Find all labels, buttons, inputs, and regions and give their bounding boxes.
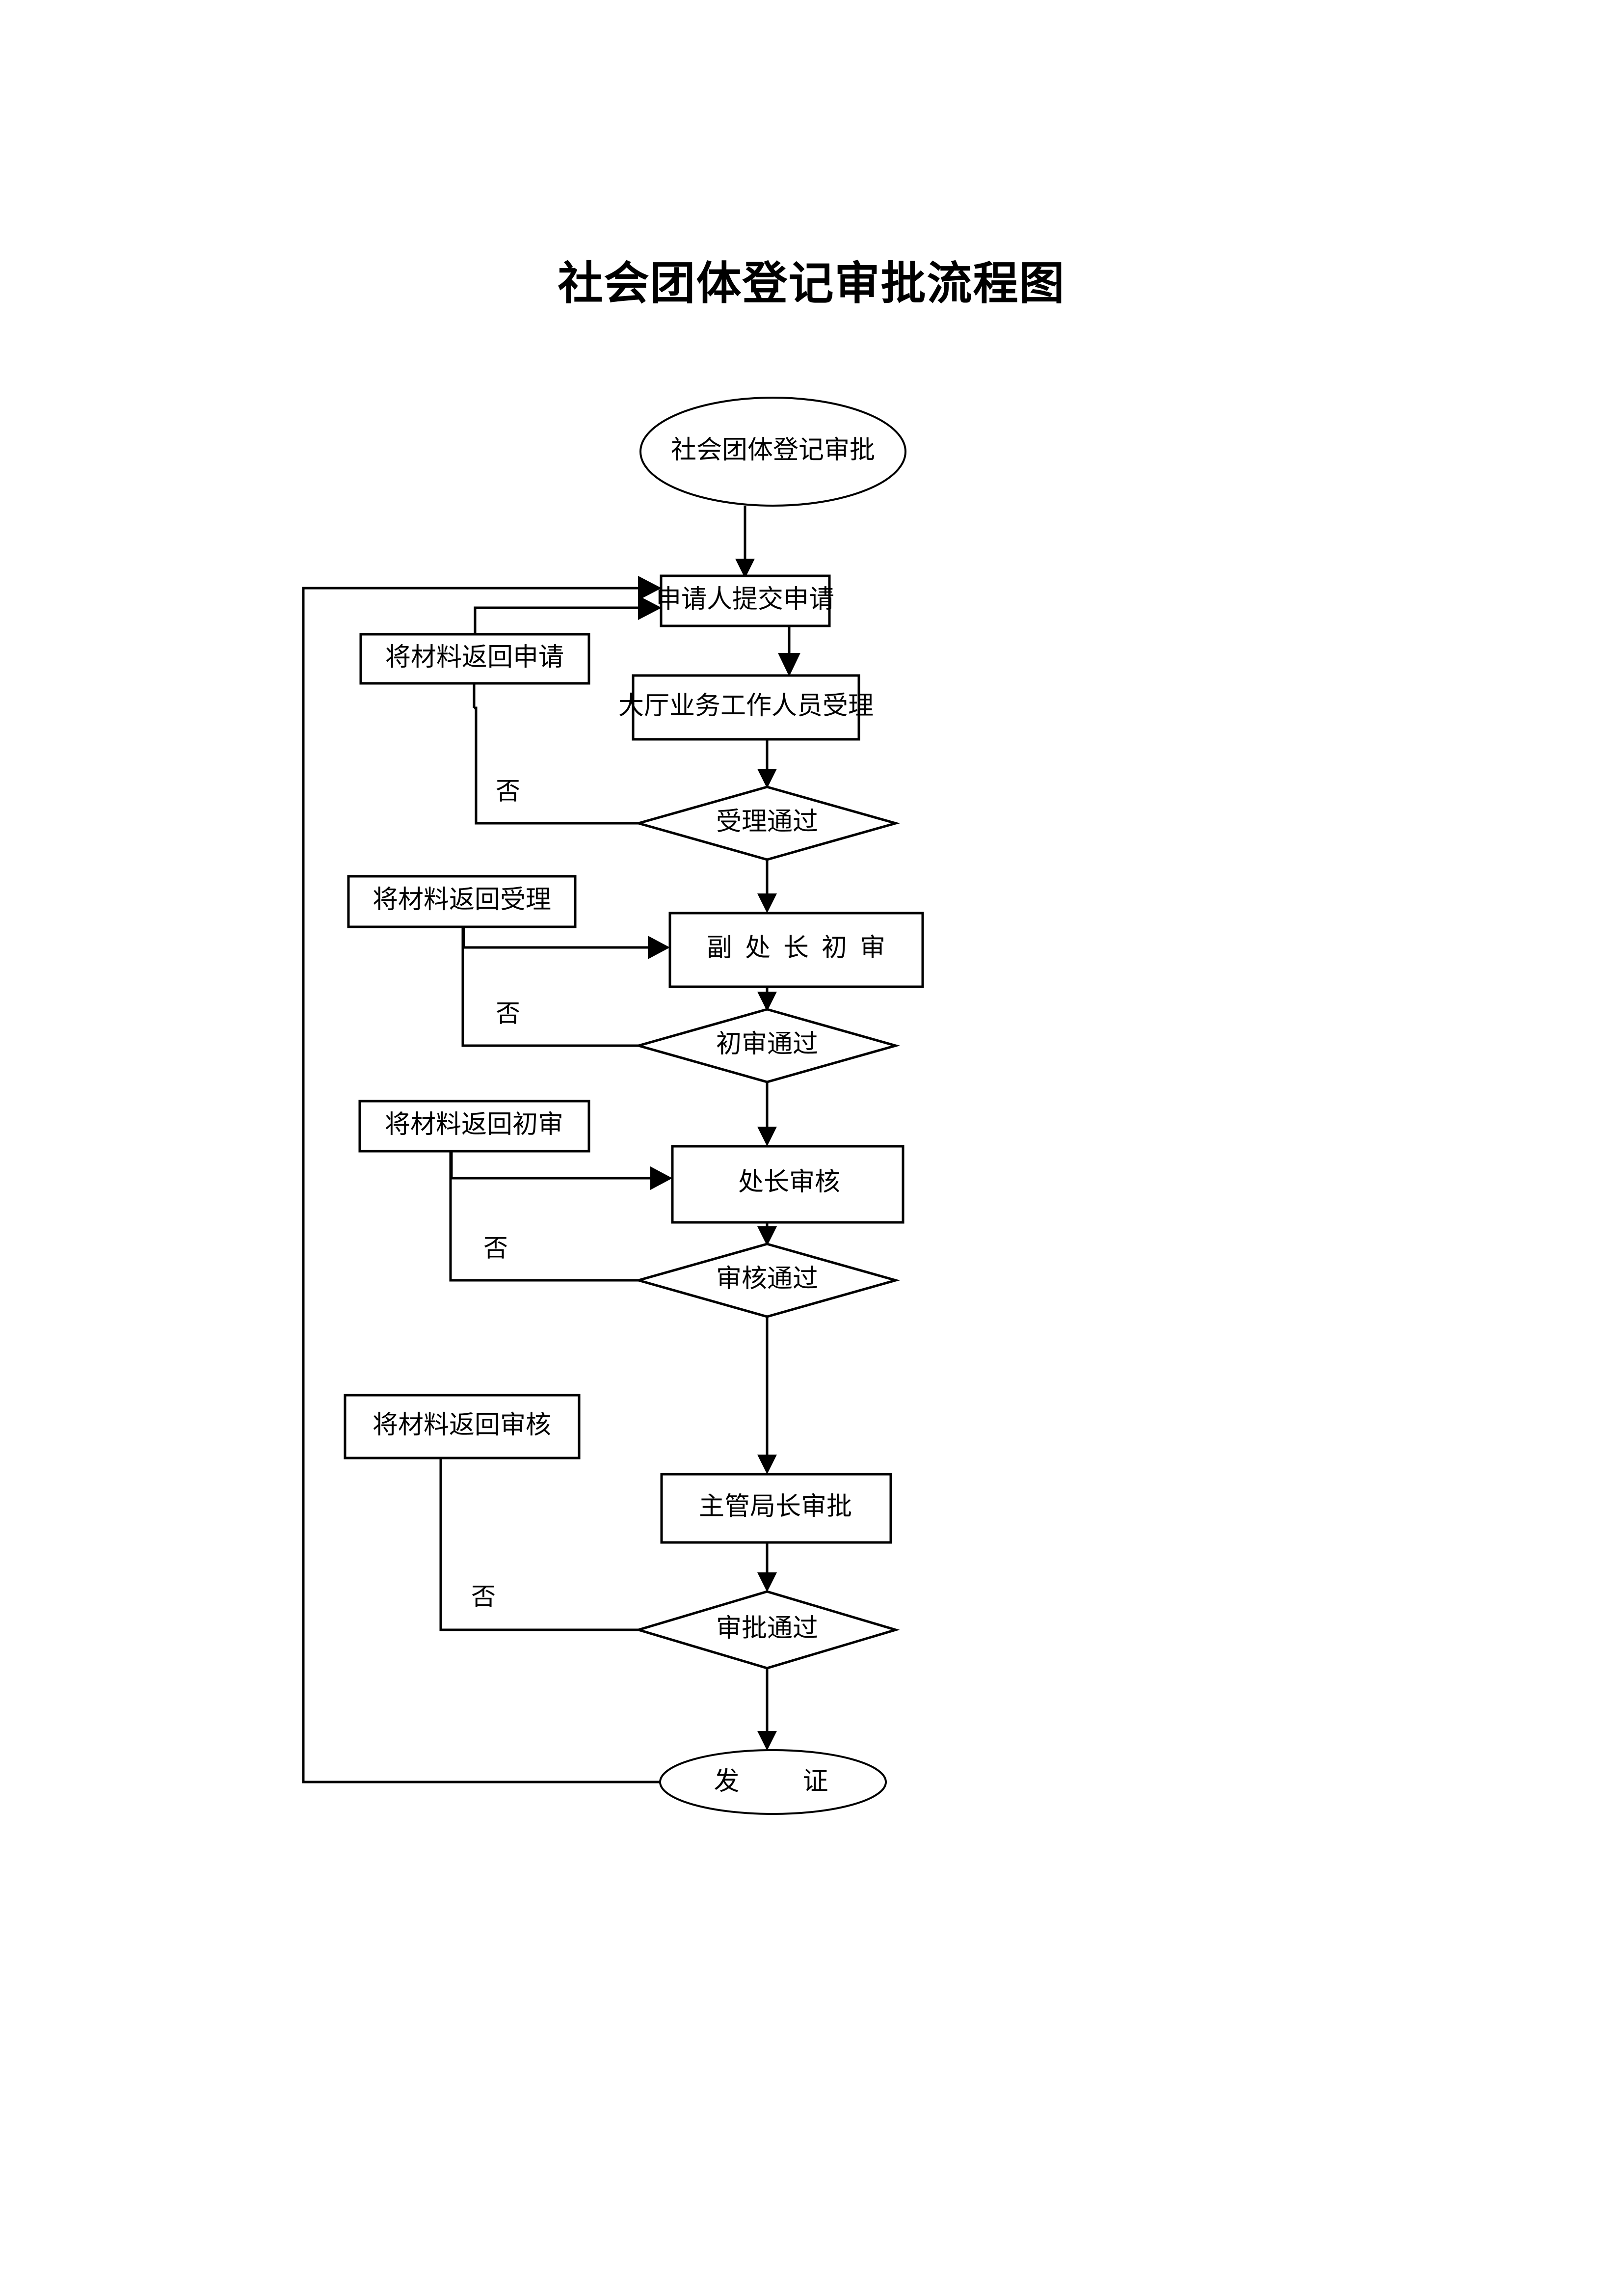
flow-node-return-check[interactable]: 将材料返回审核: [344, 1394, 581, 1459]
flow-node-start[interactable]: 社会团体登记审批: [639, 397, 906, 507]
flow-node-return-check-label: 将材料返回审核: [372, 1411, 551, 1439]
flow-node-return-apply-label: 将材料返回申请: [385, 644, 564, 672]
edge-submit-to-accept: [778, 626, 800, 676]
edge-check-to-decision-check: [757, 1222, 777, 1246]
flow-node-start-label: 社会团体登记审批: [671, 436, 875, 464]
flow-node-check[interactable]: 处长审核: [671, 1145, 905, 1224]
branch-label-no-approve: 否: [471, 1583, 496, 1610]
edge-issue-to-submit-loop: [302, 576, 662, 1783]
flow-node-return-apply[interactable]: 将材料返回申请: [359, 633, 590, 685]
flow-node-decision-approve[interactable]: 审批通过: [634, 1590, 900, 1670]
flow-node-check-label: 处长审核: [738, 1168, 840, 1196]
flow-node-first-review[interactable]: 副处长初审: [668, 912, 924, 988]
flow-node-return-first-label: 将材料返回初审: [385, 1111, 563, 1139]
flow-node-issue[interactable]: 发 证: [659, 1749, 887, 1815]
flow-node-decision-accept[interactable]: 受理通过: [634, 785, 901, 861]
flow-node-decision-first-label: 初审通过: [716, 1030, 818, 1058]
edge-decision-approve-to-issue: [757, 1668, 777, 1751]
branch-label-no-first: 否: [496, 999, 520, 1027]
flow-node-return-accept[interactable]: 将材料返回受理: [347, 875, 577, 928]
flow-node-accept[interactable]: 大厅业务工作人员受理: [618, 674, 874, 741]
branch-label-no-check: 否: [483, 1234, 508, 1262]
edge-return-accept-to-first-review: [462, 927, 670, 959]
edge-decision-first-to-check: [757, 1082, 777, 1146]
flow-node-return-first[interactable]: 将材料返回初审: [358, 1100, 590, 1153]
flow-node-decision-first[interactable]: 初审通过: [634, 1008, 901, 1083]
flow-node-submit[interactable]: 申请人提交申请: [656, 574, 834, 627]
flow-node-issue-label: 发 证: [714, 1768, 856, 1796]
flow-node-return-accept-label: 将材料返回受理: [372, 886, 551, 914]
flow-node-decision-accept-label: 受理通过: [716, 808, 818, 836]
branch-label-no-accept: 否: [496, 777, 520, 805]
flow-node-first-review-label: 副处长初审: [707, 934, 898, 962]
flow-node-approve-label: 主管局长审批: [699, 1493, 852, 1521]
edge-decision-accept-to-first-review: [757, 860, 777, 913]
flow-node-decision-check[interactable]: 审核通过: [634, 1243, 901, 1318]
edge-return-first-to-check: [450, 1151, 672, 1190]
edge-start-to-submit: [735, 506, 755, 578]
flow-node-accept-label: 大厅业务工作人员受理: [618, 692, 874, 720]
flow-node-decision-approve-label: 审批通过: [716, 1615, 818, 1643]
page-title: 社会团体登记审批流程图: [558, 259, 1065, 309]
flow-node-decision-check-label: 审核通过: [716, 1265, 818, 1293]
flow-node-approve[interactable]: 主管局长审批: [660, 1473, 892, 1544]
edge-decision-check-to-approve: [757, 1317, 777, 1474]
edge-accept-to-decision-accept: [757, 739, 777, 788]
flow-node-submit-label: 申请人提交申请: [656, 586, 834, 614]
edge-first-review-to-decision-first: [757, 987, 777, 1011]
edge-return-apply-to-submit: [474, 595, 662, 634]
edge-approve-to-decision-approve: [757, 1542, 777, 1592]
